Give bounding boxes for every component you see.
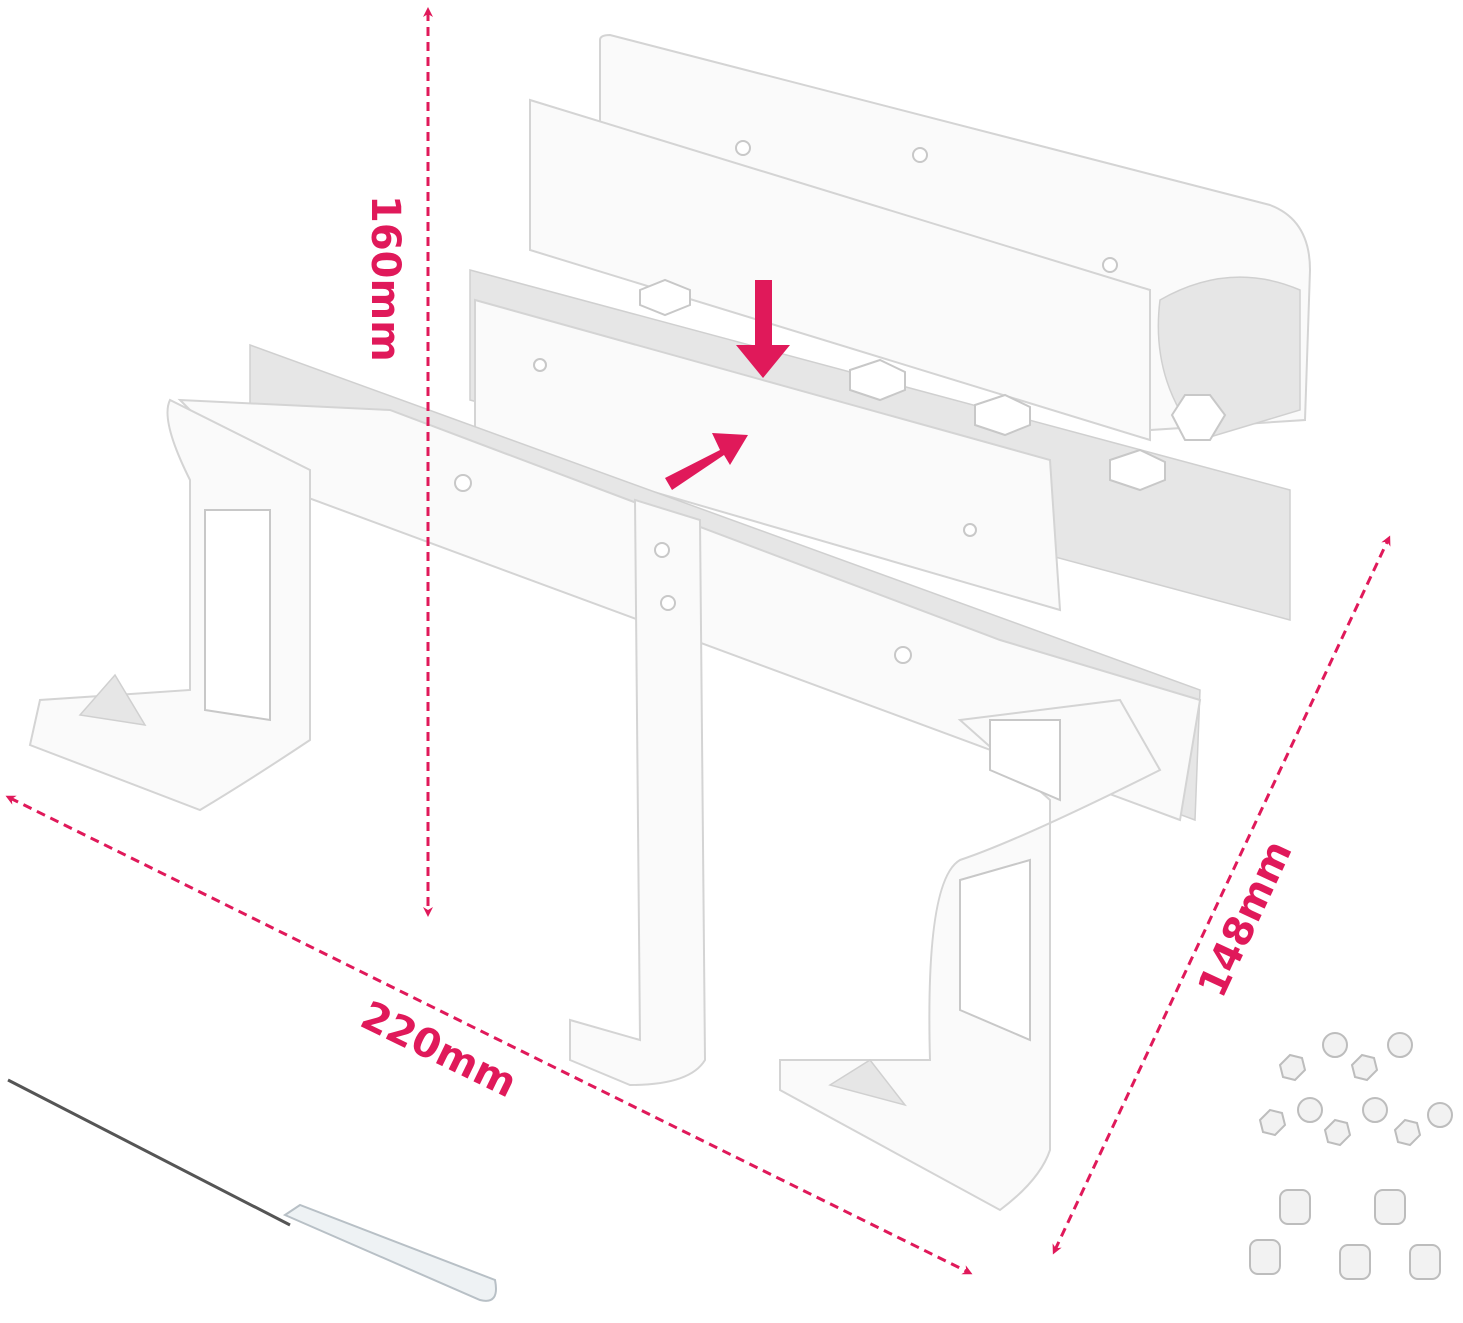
hardware-screws-nuts <box>1249 1032 1453 1280</box>
depth-dimension-line <box>1052 535 1391 1255</box>
width-label: 220mm <box>354 993 524 1107</box>
arrow-down-icon <box>736 280 790 378</box>
hex-tray <box>469 269 1291 621</box>
width-dimension-line <box>5 795 973 1275</box>
depth-label: 148mm <box>1189 834 1301 1005</box>
height-label: 160mm <box>362 195 408 362</box>
upper-bar <box>529 98 1151 442</box>
assembly-arrows <box>665 280 790 490</box>
arrow-up-icon <box>665 433 748 490</box>
screwdriver <box>7 1078 497 1302</box>
